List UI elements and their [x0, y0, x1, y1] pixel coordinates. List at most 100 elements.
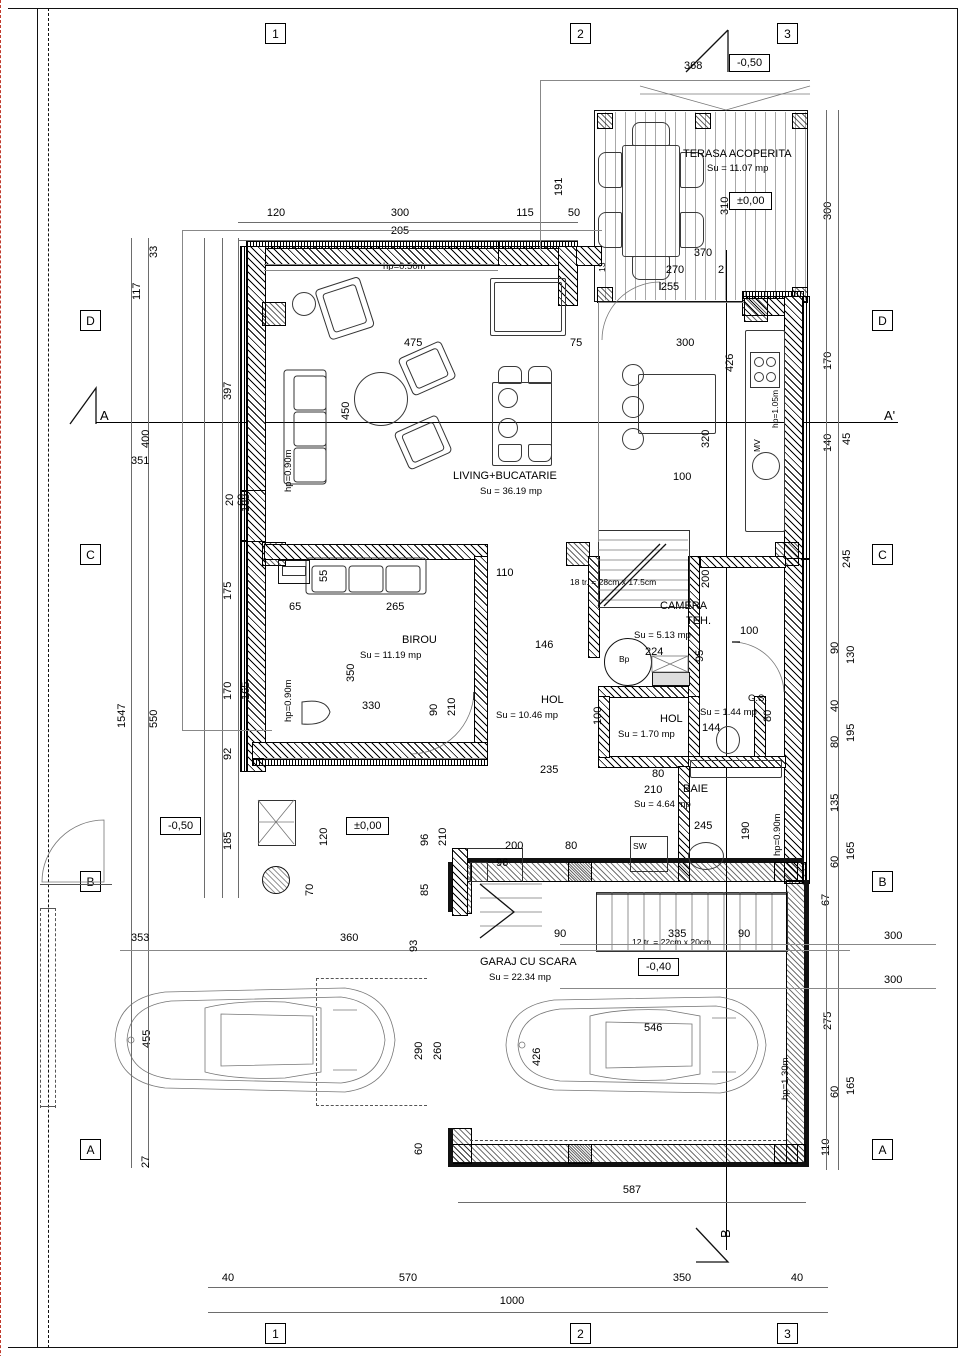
wall-north-stub-v — [558, 246, 578, 306]
site-gate-arc — [41, 819, 105, 883]
dim-right-offset-300a: 300 — [884, 930, 903, 942]
floor-edge-3 — [598, 302, 744, 303]
section-label-A: A — [100, 408, 109, 423]
dining-chair-1 — [498, 366, 522, 384]
grid-line-2 — [0, 1300, 965, 1356]
room-label-camera-2: TEH. — [686, 615, 712, 627]
dim-bottom-570: 570 — [398, 1272, 418, 1284]
column-c-mid — [566, 542, 590, 566]
birou-sofa — [305, 557, 427, 595]
level-house: ±0,00 — [346, 817, 390, 835]
terrace-dining-table — [622, 145, 680, 257]
stair-upper-treads — [597, 539, 688, 607]
column-garage-north-east — [774, 862, 798, 882]
kitchen-hob-b4 — [766, 372, 776, 382]
dim-bottom-350: 350 — [672, 1272, 692, 1284]
floor-edge-5 — [264, 758, 486, 759]
dim-353: 353 — [131, 932, 150, 944]
site-line-left-2 — [40, 908, 41, 1108]
dim-320: 100 — [673, 471, 692, 483]
dim-left-185: 185 — [222, 831, 234, 850]
dim-80-baie: 80 — [652, 768, 665, 780]
note-stair-upper: 18 tr. = 28cm x 17.5cm — [570, 577, 657, 587]
room-area-hol2: Su = 1.70 mp — [618, 729, 675, 740]
birou-desk-detail — [282, 566, 306, 576]
terrace-chair-w1 — [598, 152, 622, 188]
dim-210-entry: 210 — [437, 827, 449, 846]
grid-label: B — [878, 874, 887, 889]
grid-label: A — [878, 1142, 887, 1157]
entry-door-panel — [258, 800, 296, 846]
dim-line-353 — [120, 950, 850, 951]
grid-bubble-left-B: B — [80, 871, 101, 892]
aux-line-5 — [540, 80, 541, 250]
dim-145: 80 — [565, 840, 578, 852]
stair-upper-body — [598, 530, 690, 608]
dim-110-hol: 110 — [496, 567, 514, 579]
level-value: ±0,00 — [737, 195, 765, 207]
dim-260: 260 — [432, 1041, 444, 1060]
grid-label: 3 — [784, 26, 791, 41]
dim-368: 368 — [684, 60, 703, 72]
level-value: -0,50 — [168, 820, 194, 832]
dim-200-tech: 200 — [700, 569, 712, 588]
dim-330: 330 — [362, 700, 381, 712]
wall-garage-south-solid — [452, 1162, 809, 1167]
level-terrace-top: -0,50 — [729, 54, 771, 72]
site-boundary-left-2 — [48, 8, 49, 1348]
dim-224: 224 — [645, 646, 664, 658]
dim-line-top-2 — [238, 240, 578, 241]
aux-line-4 — [540, 80, 810, 81]
room-area-hol1: Su = 10.46 mp — [496, 710, 559, 721]
tech-boiler — [604, 638, 652, 686]
grid-label: 2 — [577, 1326, 584, 1341]
room-area-baie: Su = 4.64 mp — [634, 799, 691, 810]
living-armchair-1 — [315, 277, 375, 340]
dim-450: 450 — [340, 401, 352, 420]
dim-370: 370 — [693, 247, 713, 259]
dim-left-165: 165 — [240, 493, 252, 512]
dim-right-45: 45 — [841, 432, 853, 445]
dim-right-140: 140 — [822, 433, 834, 452]
dim-245: 245 — [694, 820, 713, 832]
dim-right-165: 165 — [845, 841, 857, 860]
wall-garage-east — [786, 880, 806, 1164]
living-media-unit-inner — [494, 282, 562, 332]
floor-edge-1 — [264, 264, 498, 265]
dim-96: 96 — [419, 833, 431, 846]
dim-left-27: 27 — [140, 1155, 152, 1168]
grid-bubble-left-D: D — [80, 310, 101, 331]
aux-line-3 — [182, 730, 272, 731]
grid-label: C — [878, 547, 887, 562]
dim-top-50: 50 — [567, 207, 581, 219]
wall-west-birou — [246, 540, 266, 772]
insulation-north-living — [246, 241, 500, 249]
dim-bottom-40-left: 40 — [221, 1272, 235, 1284]
column-ne-kitchen — [744, 298, 768, 322]
dim-right-195: 195 — [845, 723, 857, 742]
dim-265: 265 — [386, 601, 405, 613]
appliance-label-mv: MV — [752, 439, 762, 452]
room-label-hol2: HOL — [660, 713, 683, 725]
dim-line-bottom-2 — [208, 1312, 828, 1313]
car-garage — [505, 996, 767, 1094]
dining-table — [492, 382, 552, 466]
grid-bubble-right-B: B — [872, 871, 893, 892]
dim-426-kitchen: 320 — [700, 429, 712, 448]
dim-top-115: 115 — [516, 207, 534, 219]
room-area-birou: Su = 11.19 mp — [360, 650, 422, 661]
insulation-west-birou — [240, 540, 248, 772]
aux-line-1 — [182, 230, 602, 231]
dim-90-garage: 90 — [554, 928, 567, 940]
insulation-north-right — [498, 241, 578, 249]
dim-290: 290 — [413, 1041, 425, 1060]
grid-bubble-right-A: A — [872, 1139, 893, 1160]
dim-line-587 — [458, 1202, 806, 1203]
dim-top-120: 120 — [266, 207, 286, 219]
dim-65: 65 — [289, 601, 302, 613]
grid-label: B — [86, 874, 95, 889]
dim-2: 2 — [718, 264, 725, 276]
site-boundary-right — [957, 8, 958, 1348]
dim-200-entry: 96 — [496, 857, 509, 869]
dim-60-garage: 60 — [413, 1142, 425, 1155]
